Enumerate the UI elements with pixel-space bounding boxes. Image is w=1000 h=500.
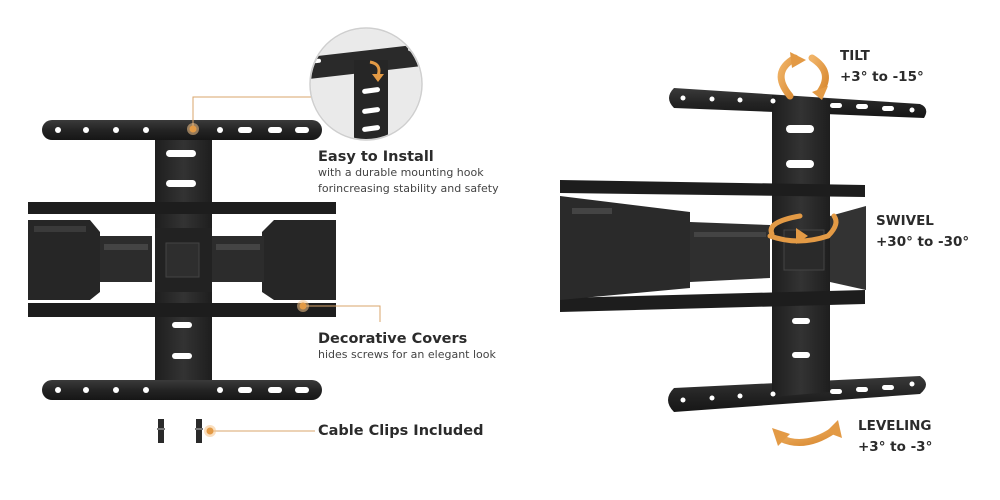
swivel-arrow-icon <box>767 213 839 244</box>
leveling-label-group: LEVELING +3° to -3° <box>858 418 932 455</box>
tilt-label-group: TILT +3° to -15° <box>840 48 924 85</box>
decorative-covers-desc: hides screws for an elegant look <box>318 348 496 361</box>
leveling-range: +3° to -3° <box>858 439 933 455</box>
callout-decorative-covers <box>297 300 381 322</box>
callout-cable-clips <box>204 425 315 437</box>
swivel-label-group: SWIVEL +30° to -30° <box>876 213 969 250</box>
easy-install-desc-line1: with a durable mounting hook <box>318 166 484 179</box>
cable-clips <box>157 419 203 443</box>
tilt-label: TILT <box>840 48 870 64</box>
angled-view-mount <box>560 88 927 412</box>
decorative-covers-title: Decorative Covers <box>318 331 468 347</box>
front-view-mount <box>28 120 336 443</box>
callout-easy-install <box>187 27 423 141</box>
leveling-arrow-icon <box>772 420 842 446</box>
easy-install-callout: Easy to Install with a durable mounting … <box>318 149 499 197</box>
decorative-covers-callout: Decorative Covers hides screws for an el… <box>318 331 496 363</box>
swivel-range: +30° to -30° <box>876 234 970 250</box>
easy-install-desc-line2: forincreasing stability and safety <box>318 182 499 195</box>
swivel-label: SWIVEL <box>876 213 934 229</box>
easy-install-title: Easy to Install <box>318 149 434 165</box>
tilt-range: +3° to -15° <box>840 69 924 85</box>
cable-clips-title: Cable Clips Included <box>318 423 484 439</box>
leveling-label: LEVELING <box>858 418 932 434</box>
tilt-arrow-icon <box>777 52 829 100</box>
cable-clips-callout: Cable Clips Included <box>318 423 484 439</box>
